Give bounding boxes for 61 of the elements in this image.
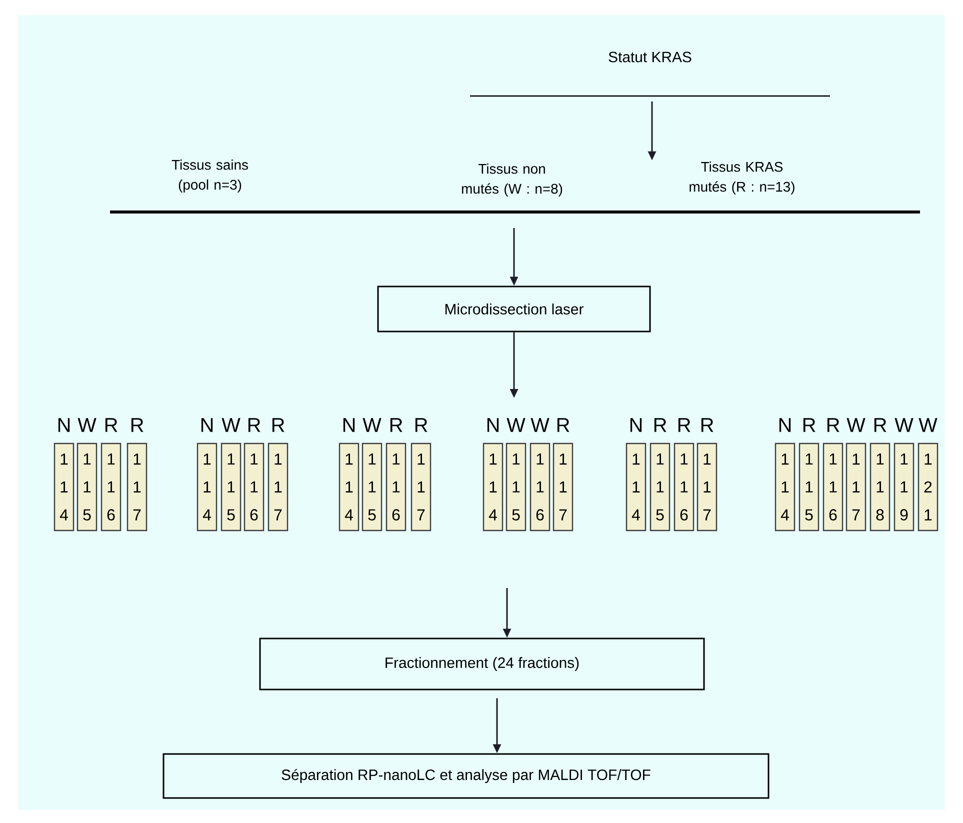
group-label: Tissus sains (pool n=3) xyxy=(172,160,248,192)
tube-label: R xyxy=(131,418,144,432)
process-box: Microdissection laser xyxy=(377,286,651,332)
tube: 1 1 6 xyxy=(100,442,122,532)
tube-label: R xyxy=(272,418,284,432)
group-label: Tissus KRAS mutés (R : n=13) xyxy=(690,162,794,194)
tube-label: R xyxy=(803,418,816,432)
tube-label: R xyxy=(415,418,428,432)
tube: 1 1 5 xyxy=(76,442,98,532)
tube-label: W xyxy=(530,418,550,432)
tube: 1 1 7 xyxy=(410,442,432,532)
tube: 1 1 6 xyxy=(386,442,406,532)
tube: 1 1 5 xyxy=(362,442,382,532)
tube: 1 1 7 xyxy=(696,442,718,532)
tube-label: R xyxy=(105,418,118,432)
tube: 1 1 4 xyxy=(196,442,218,532)
tube: 1 1 7 xyxy=(268,442,288,532)
process-box: Fractionnement (24 fractions) xyxy=(259,638,705,690)
tube-label: N xyxy=(630,418,642,432)
tube-label: W xyxy=(362,418,382,432)
tube-label: W xyxy=(894,418,914,432)
tube: 1 1 5 xyxy=(650,442,670,532)
tube-label: N xyxy=(58,418,70,432)
heading-text: Statut KRAS xyxy=(608,52,692,62)
tube-label: N xyxy=(779,418,791,432)
tube-label: N xyxy=(487,418,499,432)
tube: 1 1 7 xyxy=(846,442,866,532)
tube: 1 1 6 xyxy=(530,442,550,532)
tube-label: N xyxy=(201,418,213,432)
tube-label: W xyxy=(918,418,938,432)
tube: 1 1 5 xyxy=(506,442,526,532)
tube-label: R xyxy=(827,418,840,432)
tube: 1 1 4 xyxy=(774,442,796,532)
tube-label: R xyxy=(701,418,714,432)
tube-label: W xyxy=(506,418,526,432)
tube: 1 1 6 xyxy=(822,442,844,532)
tube: 1 1 6 xyxy=(674,442,694,532)
tube-label: R xyxy=(678,418,690,432)
tube: 1 1 4 xyxy=(338,442,360,532)
tube-label: W xyxy=(78,418,96,432)
tube: 1 1 9 xyxy=(894,442,914,532)
tube: 1 1 4 xyxy=(482,442,504,532)
tube-label: R xyxy=(390,418,402,432)
tube: 1 1 7 xyxy=(552,442,574,532)
tube-label: R xyxy=(248,418,260,432)
tube-label: R xyxy=(557,418,570,432)
process-box: Séparation RP-nanoLC et analyse par MALDI TOF/TOF xyxy=(162,753,770,799)
tube: 1 1 5 xyxy=(220,442,242,532)
tube-label: N xyxy=(343,418,355,432)
tube-label: R xyxy=(874,418,886,432)
tube: 1 1 6 xyxy=(244,442,264,532)
tube-label: R xyxy=(654,418,666,432)
tube-label: W xyxy=(846,418,866,432)
tube: 1 1 4 xyxy=(626,442,646,532)
tube: 1 1 8 xyxy=(870,442,890,532)
tube: 1 1 4 xyxy=(54,442,74,532)
tube: 1 1 5 xyxy=(798,442,820,532)
tube: 1 2 1 xyxy=(918,442,938,532)
group-label: Tissus non mutés (W : n=8) xyxy=(462,164,562,196)
tube: 1 1 7 xyxy=(126,442,148,532)
tube-label: W xyxy=(222,418,240,432)
